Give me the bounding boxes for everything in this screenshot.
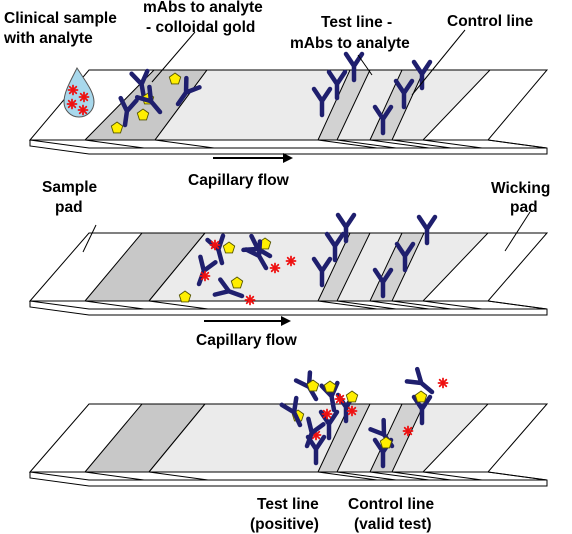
strip-1-base: [29, 139, 548, 155]
label-test-line-positive-line1: Test line: [257, 496, 319, 513]
flow-arrow-icon: [204, 316, 291, 326]
label-wicking-pad-line1: Wicking: [491, 180, 550, 197]
label-clinical-sample-line2: with analyte: [3, 30, 93, 47]
strip-2-base: [29, 300, 548, 316]
label-capillary-flow-1: Capillary flow: [188, 172, 290, 189]
leader-control-line: [411, 29, 466, 96]
strip-2: [28, 211, 549, 316]
label-mabs-gold-line2: - colloidal gold: [146, 19, 255, 36]
leader-mabs-gold: [151, 31, 196, 83]
strip-3-base: [29, 471, 548, 487]
label-sample-pad-line2: pad: [55, 199, 83, 216]
label-test-line-top-line2: mAbs to analyte: [290, 35, 410, 52]
strip-3: [28, 369, 549, 487]
strip-1: [28, 29, 549, 155]
label-test-line-positive-line2: (positive): [250, 516, 319, 533]
label-control-line-top: Control line: [447, 13, 533, 30]
label-capillary-flow-2: Capillary flow: [196, 332, 298, 349]
label-control-line-valid-line1: Control line: [348, 496, 434, 513]
label-clinical-sample-line1: Clinical sample: [4, 10, 117, 27]
label-control-line-valid-line2: (valid test): [354, 516, 432, 533]
leader-sample-pad: [82, 224, 97, 253]
label-sample-pad-line1: Sample: [42, 179, 98, 196]
label-test-line-top-line1: Test line -: [321, 14, 392, 31]
labels: Clinical sample with analyte mAbs to ana…: [3, 0, 550, 533]
leader-test-line: [357, 54, 373, 76]
label-wicking-pad-line2: pad: [510, 199, 538, 216]
sample-drop-icon: [63, 66, 95, 118]
flow-arrow-icon: [213, 153, 293, 163]
leader-wicking-pad: [504, 211, 531, 252]
label-mabs-gold-line1: mAbs to analyte: [143, 0, 263, 16]
